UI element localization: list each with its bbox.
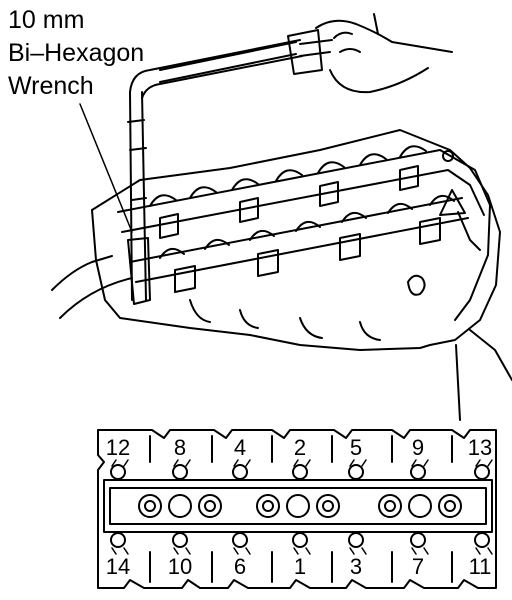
- callout-line-size: 10 mm: [8, 6, 85, 34]
- bolt-number-11: 11: [469, 554, 492, 579]
- bolt-number-4: 4: [234, 435, 246, 460]
- bi-hexagon-wrench: [127, 29, 333, 305]
- bolt-number-6: 6: [234, 554, 246, 579]
- bolt-number-9: 9: [412, 435, 424, 460]
- callout-line-type: Bi–Hexagon: [8, 39, 145, 67]
- engine-head-perspective: [51, 129, 512, 421]
- bolt-number-2: 2: [294, 435, 306, 460]
- bolt-number-10: 10: [168, 554, 192, 579]
- callout-leader-line: [79, 103, 133, 233]
- callout-line-tool: Wrench: [8, 72, 94, 100]
- bolt-number-1: 1: [294, 554, 306, 579]
- bolt-number-13: 13: [468, 435, 492, 460]
- bolt-sequence-diagram: [97, 429, 497, 589]
- bolt-number-5: 5: [350, 435, 362, 460]
- bolt-number-7: 7: [412, 554, 424, 579]
- bolt-number-12: 12: [106, 435, 130, 460]
- wrench-callout-label: 10 mm Bi–Hexagon Wrench: [8, 4, 144, 103]
- bolt-number-3: 3: [350, 554, 362, 579]
- bolt-number-14: 14: [106, 554, 130, 579]
- bolt-number-8: 8: [174, 435, 186, 460]
- technician-hand: [315, 13, 453, 94]
